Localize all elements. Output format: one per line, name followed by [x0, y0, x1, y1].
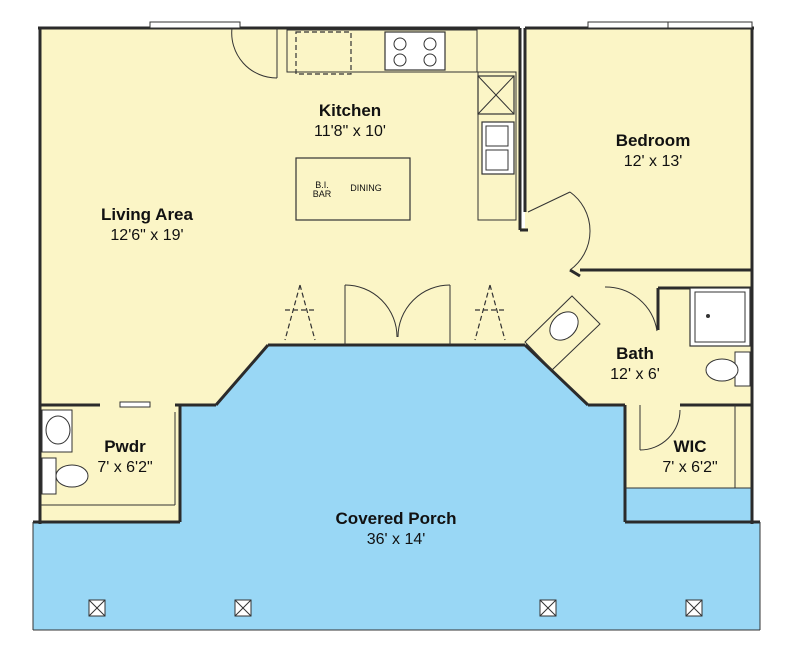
top-windows [149, 21, 753, 29]
porch-label: Covered Porch [336, 509, 457, 528]
porch-posts [88, 599, 703, 617]
pwdr-label: Pwdr [104, 437, 146, 456]
kitchen-dims: 11'8" x 10' [314, 123, 386, 140]
post-3 [539, 599, 557, 617]
bath-fixtures [524, 287, 751, 387]
bath-label: Bath [616, 344, 654, 363]
doors [119, 27, 681, 451]
wic-dims: 7' x 6'2" [662, 459, 717, 476]
wic-label: WIC [673, 437, 706, 456]
kitchen-fixtures [286, 29, 517, 221]
porch-area [33, 345, 760, 630]
pwdr-dims: 7' x 6'2" [97, 459, 152, 476]
post-1 [88, 599, 106, 617]
porch-windows [284, 284, 506, 341]
post-2 [234, 599, 252, 617]
bath-dims: 12' x 6' [610, 366, 660, 383]
island-bar-label-2: BAR [313, 189, 332, 199]
pwdr-fixtures [41, 409, 89, 495]
living-label: Living Area [101, 205, 193, 224]
porch-dims: 36' x 14' [367, 531, 426, 548]
island-dining-label: DINING [350, 183, 382, 193]
room-labels: Kitchen 11'8" x 10' Bedroom 12' x 13' Li… [97, 101, 717, 548]
island-bar-label-1: B.I. [315, 180, 329, 190]
living-dims: 12'6" x 19' [110, 227, 183, 244]
bedroom-dims: 12' x 13' [624, 153, 683, 170]
post-4 [685, 599, 703, 617]
kitchen-label: Kitchen [319, 101, 381, 120]
bedroom-label: Bedroom [616, 131, 691, 150]
